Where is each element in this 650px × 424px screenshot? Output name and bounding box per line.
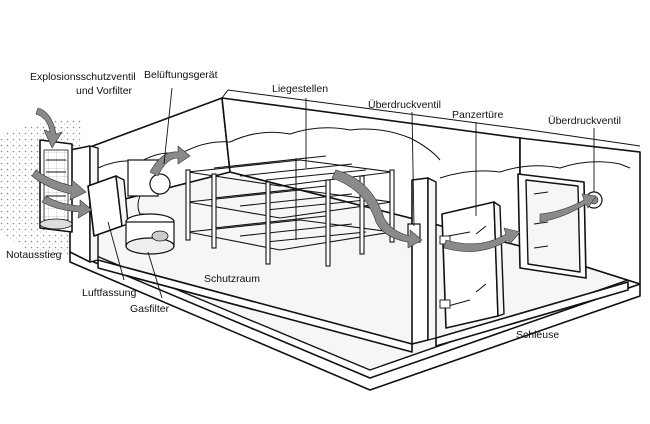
ventilation-unit: [125, 159, 175, 255]
armored-door: [439, 201, 505, 329]
label-ventilator: Belüftungsgerät: [144, 69, 218, 81]
label-explosion-valve-line1: Explosionsschutzventil: [30, 71, 136, 83]
label-explosion-valve-line2: und Vorfilter: [76, 85, 133, 97]
label-armored-door: Panzertüre: [452, 109, 504, 121]
air-intake-unit: [87, 175, 129, 237]
label-emergency-exit: Notausstieg: [6, 249, 62, 261]
label-gas-filter: Gasfilter: [130, 303, 170, 315]
label-overpressure-valve-2: Überdruckventil: [548, 115, 621, 127]
airlock-back-door: [517, 173, 587, 279]
label-overpressure-valve-1: Überdruckventil: [368, 99, 441, 111]
label-beds: Liegestellen: [272, 83, 328, 95]
partition-wall: [411, 177, 437, 345]
label-airlock: Schleuse: [516, 329, 559, 341]
leader-lines: [107, 87, 595, 299]
label-air-intake: Luftfassung: [82, 287, 136, 299]
airflow-arrow-icon: [31, 107, 597, 252]
label-shelter-room: Schutzraum: [204, 273, 260, 285]
front-walls: [97, 259, 629, 353]
